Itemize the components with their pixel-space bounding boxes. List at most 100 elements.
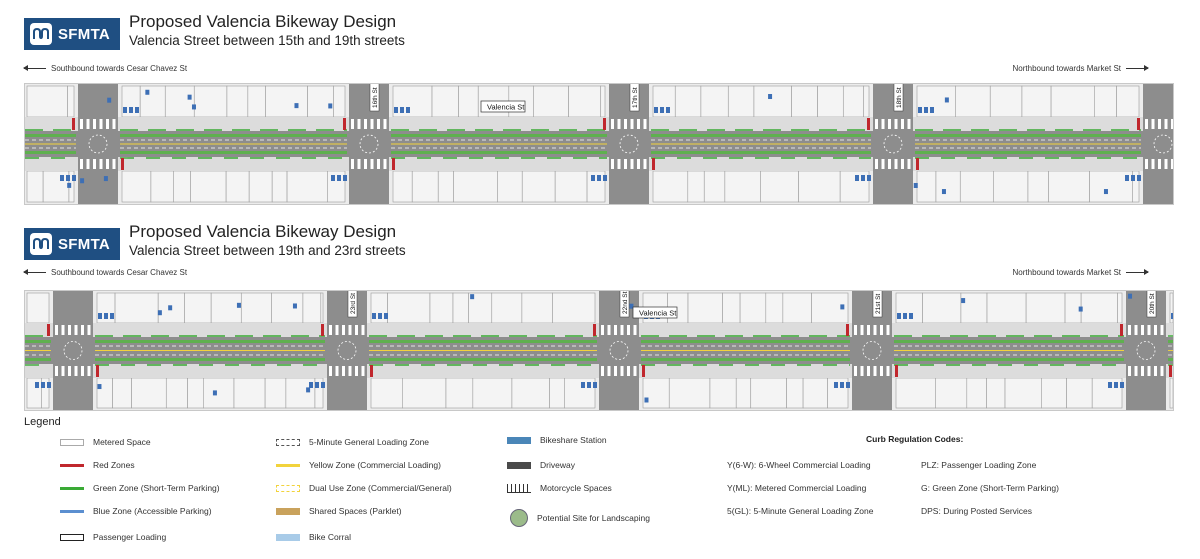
bike-rack-marker [72,175,76,181]
bike-lane-south [120,151,347,154]
red-zone [593,324,596,336]
bike-rack-marker [236,302,241,308]
legend-label: Blue Zone (Accessible Parking) [93,506,212,516]
crosswalk-stripe [106,159,109,169]
cross-street [599,291,639,410]
bike-rack-marker [909,313,913,319]
bike-rack-marker [666,107,670,113]
intersection-marking [609,341,629,360]
bike-rack-marker [292,303,297,309]
parcel [491,292,523,324]
bike-rack-marker [1137,175,1141,181]
cross-street-name: 17th St [632,87,639,108]
crosswalk-stripe [112,119,116,129]
bike-rack-marker [337,175,341,181]
crosswalk-stripe [627,325,630,335]
crosswalk-stripe [377,119,380,129]
crosswalk-stripe [364,119,367,129]
legend-swatch [507,461,531,469]
parcel [549,377,565,409]
crosswalk-stripe [106,119,109,129]
crosswalk-stripe [1128,325,1131,335]
bike-rack-marker [107,97,112,103]
legend-label: Yellow Zone (Commercial Loading) [309,460,441,470]
parcel [210,292,242,324]
red-zone [652,158,655,170]
parcel [668,377,711,409]
bike-rack-marker [897,313,901,319]
crosswalk-stripe [1145,119,1148,129]
crosswalk-stripe [61,366,65,376]
bike-rack-marker [343,175,347,181]
sfmta-logo: SFMTA [24,228,120,260]
parcel [1025,292,1066,324]
crosswalk-stripe [87,366,91,376]
crosswalk-stripe [55,366,58,376]
red-zone [96,365,99,377]
bike-rack-marker [394,107,398,113]
arrow-left-icon [23,65,46,71]
crosswalk-stripe [1154,325,1157,335]
legend-swatch [510,509,528,527]
crosswalk-stripe [1164,119,1168,129]
parcel [986,377,1006,409]
legend-item: Driveway [507,460,575,470]
curb-code: G: Green Zone (Short-Term Parking) [921,483,1059,493]
red-zone [603,118,606,130]
parcel [895,377,936,409]
crosswalk-stripe [81,366,84,376]
crosswalk-stripe [867,366,870,376]
parcel [431,85,459,118]
legend-label: Motorcycle Spaces [540,483,612,493]
label-box [369,84,380,112]
legend-title: Legend [24,416,61,428]
crosswalk-stripe [607,366,611,376]
parcel [652,170,689,203]
bike-lane-north [369,340,597,343]
crosswalk-stripe [357,159,361,169]
crosswalk-stripe [74,325,78,335]
crosswalk-stripe [370,119,374,129]
legend-label: Bike Corral [309,532,352,542]
legend-item: Green Zone (Short-Term Parking) [60,483,220,493]
parcel [112,377,132,409]
crosswalk-stripe [894,119,898,129]
parcel [247,85,266,118]
crosswalk-stripe [86,119,90,129]
bike-rack-marker [768,94,773,100]
parcel [753,85,792,118]
parcel [264,377,287,409]
red-zone [370,365,373,377]
crosswalk-stripe [364,159,367,169]
parcel [26,292,50,324]
crosswalk-stripe [342,325,345,335]
crosswalk-stripe [80,119,83,129]
legend-swatch [276,463,300,467]
legend-swatch [276,533,300,541]
parcel [445,377,474,409]
parcel [1004,377,1042,409]
label-box [1146,291,1157,318]
bike-rack-marker [591,175,595,181]
bike-rack-marker [660,107,664,113]
parcel [271,170,288,203]
bike-rack-marker [1120,382,1124,388]
cross-street [78,84,118,204]
parcel [150,170,174,203]
cross-street-label: 16th St [369,84,380,112]
red-zone [1169,365,1172,377]
parcel [265,85,308,118]
parcel [327,170,346,203]
panel-2-header: SFMTA Proposed Valencia Bikeway Design V… [24,222,406,260]
parcel [452,292,469,324]
crosswalk-stripe [1154,366,1157,376]
red-zone [916,158,919,170]
bike-rack-marker [834,382,838,388]
parcel [333,85,346,118]
parcel [271,292,304,324]
crosswalk-stripe [93,119,96,129]
bike-rack-marker [400,107,404,113]
crosswalk-stripe [1134,366,1138,376]
